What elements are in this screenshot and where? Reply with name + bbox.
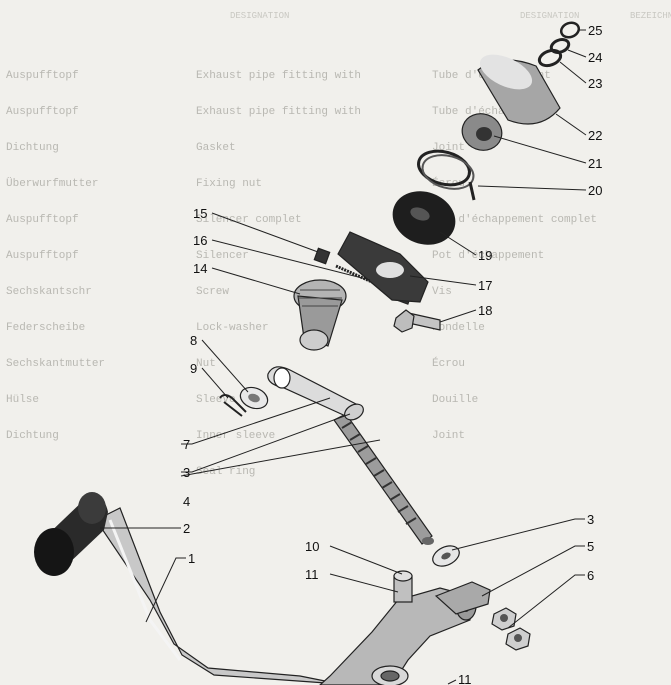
callout-11-lower: 11	[458, 672, 472, 685]
washer-lower-part	[432, 545, 460, 567]
bg-row-text: Vis	[432, 286, 452, 298]
bg-row-text: Überwurfmutter	[6, 177, 98, 190]
nut-part	[491, 607, 531, 651]
bg-row-text: Auspufftopf	[6, 250, 79, 262]
leader-lines	[100, 29, 587, 685]
callout-9: 9	[190, 361, 197, 376]
callout-3-upper: 3	[183, 465, 190, 480]
callout-8: 8	[190, 333, 197, 348]
callout-5: 5	[587, 539, 594, 554]
bg-row-text: Sechskantmutter	[6, 358, 105, 370]
bg-row-text: Pot d'échappement complet	[432, 214, 597, 226]
ratchet-gear-part	[293, 279, 347, 351]
bg-row-text: Écrou	[432, 356, 465, 370]
bg-row-text: Silencer	[196, 250, 249, 262]
bg-row-text: Exhaust pipe fitting with	[196, 106, 361, 118]
callout-15: 15	[193, 206, 207, 221]
bg-row-text: Screw	[196, 286, 229, 298]
callout-11-upper: 11	[305, 567, 319, 582]
callout-21: 21	[588, 156, 602, 171]
bg-row-text: Seal ring	[196, 466, 255, 478]
callout-25: 25	[588, 23, 602, 38]
callout-17: 17	[478, 278, 492, 293]
bg-row-text: Hülse	[6, 394, 39, 406]
bg-row-text: Gasket	[196, 142, 236, 154]
cover-cap-part	[477, 54, 561, 125]
bg-row-text: Lock-washer	[196, 322, 269, 334]
bg-row-text: Inner sleeve	[196, 430, 275, 442]
bg-row-text: Silencer complet	[196, 214, 302, 226]
bg-row-text: Auspufftopf	[6, 70, 79, 82]
bg-header-mid: DESIGNATION	[230, 11, 289, 21]
callout-24: 24	[588, 50, 602, 65]
pivot-block-part	[393, 570, 491, 615]
callout-2: 2	[183, 521, 190, 536]
callout-14: 14	[193, 261, 207, 276]
small-washers-part	[537, 21, 581, 68]
bolt-part	[393, 309, 441, 333]
bg-row-text: Dichtung	[6, 142, 59, 154]
bg-row-text: Federscheibe	[6, 322, 85, 334]
callout-labels: 1 2 3 3 4 5 6 7 8 9 10 11 11 14 15 16 17…	[183, 23, 602, 685]
callout-7: 7	[183, 437, 190, 452]
spindle-part	[333, 413, 434, 545]
callout-20: 20	[588, 183, 602, 198]
callout-3-lower: 3	[587, 512, 594, 527]
bg-row-text: Joint	[432, 430, 465, 442]
bg-row-text: Fixing nut	[196, 178, 262, 190]
bg-row-text: Auspufftopf	[6, 214, 79, 226]
background-table: DESIGNATION DESIGNATION BEZEICHNUNG Ausp…	[6, 11, 671, 478]
callout-22: 22	[588, 128, 602, 143]
callout-16: 16	[193, 233, 207, 248]
callout-19: 19	[478, 248, 492, 263]
callout-18: 18	[478, 303, 492, 318]
callout-1: 1	[188, 551, 195, 566]
friction-pad-part	[392, 191, 456, 245]
coil-spring-part	[417, 149, 476, 201]
bg-header-right: BEZEICHNUNG	[630, 11, 671, 21]
bg-row-text: Pot d'échappement	[432, 250, 544, 262]
rubber-grip-part	[34, 492, 108, 576]
bg-row-text: Douille	[432, 394, 478, 406]
bg-row-text: Rondelle	[432, 322, 485, 334]
bg-row-text: Dichtung	[6, 430, 59, 442]
washer-8-part	[239, 386, 269, 410]
pawl-plate-part	[337, 231, 429, 303]
callout-4: 4	[183, 494, 190, 509]
bg-row-text: Sechskantschr	[6, 286, 92, 298]
callout-6: 6	[587, 568, 594, 583]
bg-header-left: DESIGNATION	[520, 11, 579, 21]
bg-column-right: AuspufftopfAuspufftopfDichtungÜberwurfmu…	[6, 70, 105, 442]
disc-part	[461, 113, 503, 151]
sleeve-part	[267, 366, 364, 421]
callout-10: 10	[305, 539, 319, 554]
callout-23: 23	[588, 76, 602, 91]
bg-row-text: Auspufftopf	[6, 106, 79, 118]
bg-row-text: Exhaust pipe fitting with	[196, 70, 361, 82]
bg-row-text: Nut	[196, 358, 216, 370]
